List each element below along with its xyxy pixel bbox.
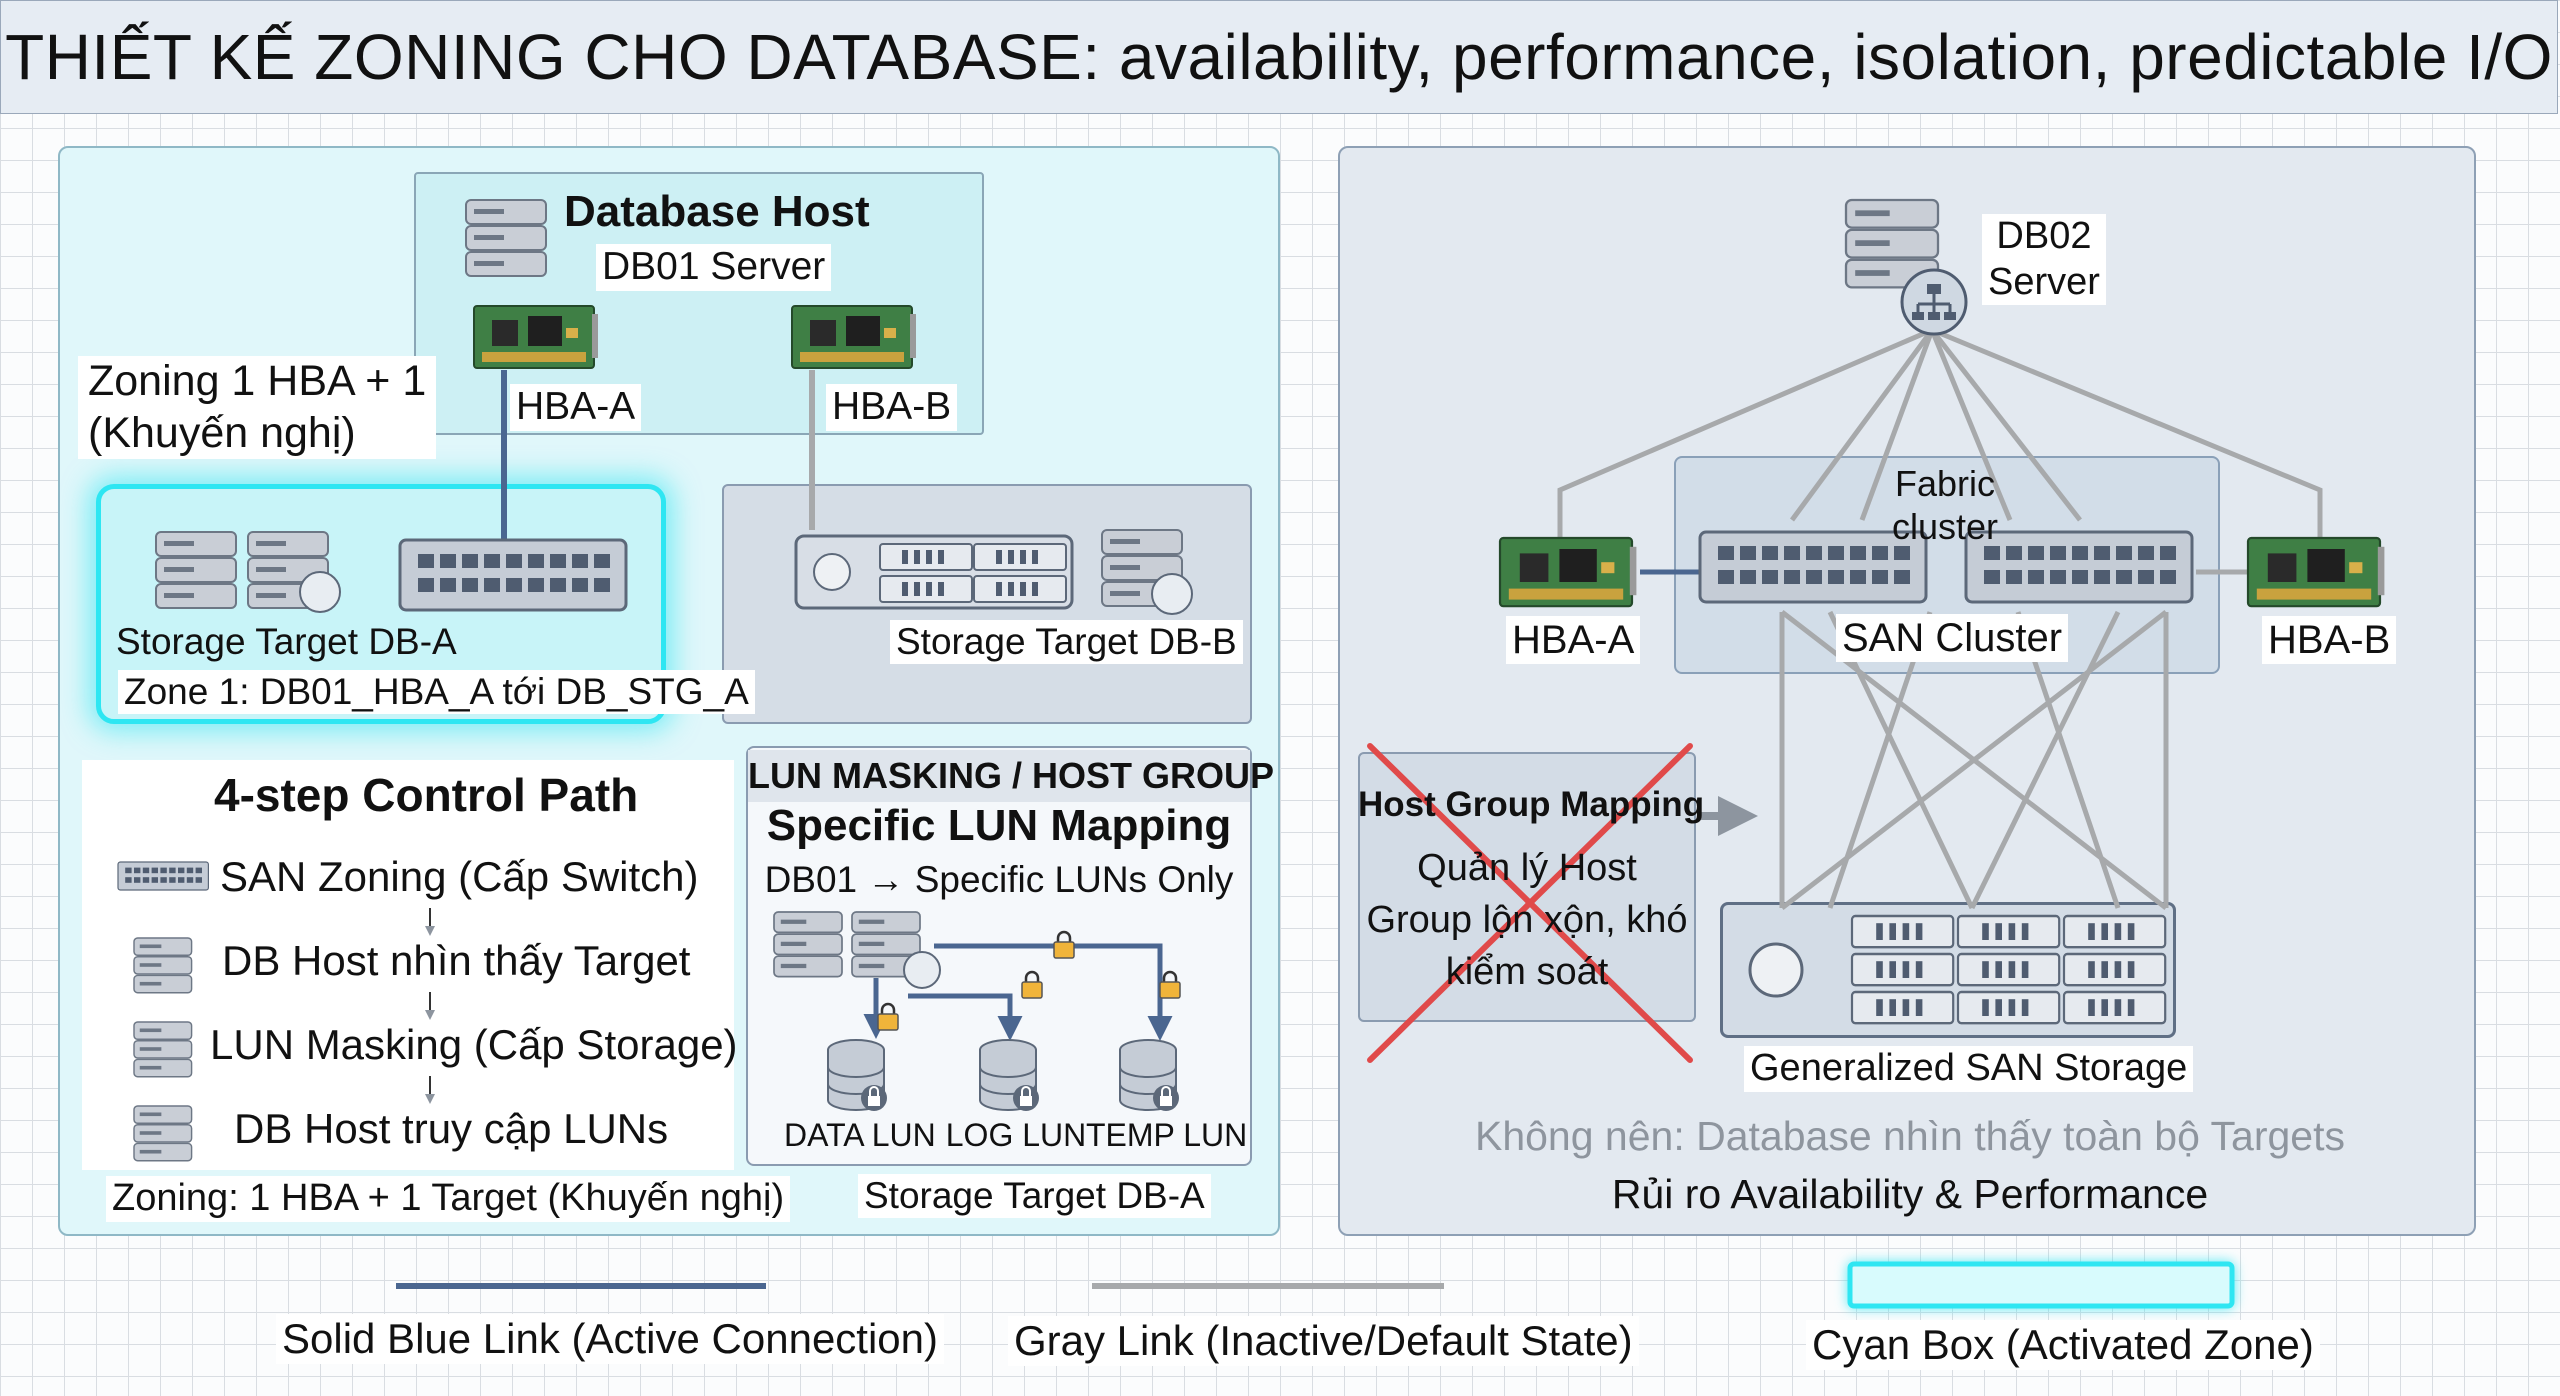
hba-a-card-icon xyxy=(473,305,599,369)
host-group-title: Host Group Mapping xyxy=(1358,785,1705,824)
host-step-icon xyxy=(133,937,193,994)
lun-temp-label: TEMP LUN xyxy=(1086,1117,1248,1153)
host-group-line2: Group lộn xộn, khó xyxy=(1366,899,1688,941)
title-bar: THIẾT KẾ ZONING CHO DATABASE: availabili… xyxy=(0,0,2558,114)
db02-server-label: DB02 Server xyxy=(1982,214,2106,306)
san-switch-step-icon xyxy=(117,861,209,891)
fabric-line2: cluster xyxy=(1891,506,1999,548)
legend-gray-label: Gray Link (Inactive/Default State) xyxy=(1008,1316,1639,1367)
zone1-storage-icon xyxy=(155,531,237,609)
lun-link-log xyxy=(908,993,1023,1041)
lun-masking-header: LUN MASKING / HOST GROUP xyxy=(748,750,1274,802)
control-step-2: DB Host nhìn thấy Target xyxy=(222,937,691,984)
db02-line2: Server xyxy=(1988,260,2100,303)
target-b-array-icon xyxy=(794,534,1074,610)
right-hba-a-label: HBA-A xyxy=(1506,616,1641,664)
db02-gray-links xyxy=(1557,327,2323,910)
legend-blue-label: Solid Blue Link (Active Connection) xyxy=(276,1314,945,1365)
risk-text: Rủi ro Availability & Performance xyxy=(1611,1171,2209,1217)
data-lun-icon xyxy=(827,1039,888,1112)
database-host-title: Database Host xyxy=(564,187,870,236)
lun-link-temp xyxy=(934,943,1173,1041)
zoning-note-line2: (Khuyến nghị) xyxy=(88,408,356,457)
access-step-icon xyxy=(133,1105,193,1162)
legend-cyan-label: Cyan Box (Activated Zone) xyxy=(1806,1320,2320,1371)
red-cross-icon xyxy=(1367,743,1693,1063)
san-cluster-label: SAN Cluster xyxy=(1836,614,2069,662)
storage-controller-icon xyxy=(1748,942,1804,998)
db01-server-label: DB01 Server xyxy=(596,244,832,291)
zoning-note-line1: Zoning 1 HBA + 1 xyxy=(88,357,427,405)
control-path-title: 4-step Control Path xyxy=(214,769,639,821)
db01-server-icon xyxy=(465,199,547,277)
db02-line1: DB02 xyxy=(1996,215,2092,257)
hba-a-label: HBA-A xyxy=(510,384,642,431)
control-step-1: SAN Zoning (Cấp Switch) xyxy=(220,853,699,900)
lun-masking-subtitle: DB01 → Specific LUNs Only xyxy=(764,859,1234,900)
zone1-target-label: Storage Target DB-A xyxy=(116,621,457,662)
lun-masking-footer: Storage Target DB-A xyxy=(858,1174,1211,1219)
host-group-line3: kiểm soát xyxy=(1445,951,1609,993)
target-db-b-label: Storage Target DB-B xyxy=(890,620,1243,665)
zone1-name-label: Zone 1: DB01_HBA_A tới DB_STG_A xyxy=(118,670,755,715)
zone1-disk-badge-icon xyxy=(299,571,341,613)
fabric-cluster-label: Fabric cluster xyxy=(1880,462,2010,548)
lun-disk-badge-icon xyxy=(903,951,941,989)
lock-icon xyxy=(1158,970,1182,1000)
zone1-switch-icon xyxy=(398,538,628,612)
legend-cyan-box xyxy=(1847,1261,2235,1309)
control-step-3: LUN Masking (Cấp Storage) xyxy=(210,1021,738,1068)
lock-icon xyxy=(876,1002,900,1032)
page-title: THIẾT KẾ ZONING CHO DATABASE: availabili… xyxy=(5,21,2553,93)
right-hba-a-card-icon xyxy=(1498,536,1638,608)
hba-b-label: HBA-B xyxy=(826,384,958,431)
lun-log-label: LOG LUN xyxy=(945,1117,1087,1153)
lun-host-icon xyxy=(773,911,843,978)
log-lun-icon xyxy=(979,1039,1040,1112)
lun-masking-title: Specific LUN Mapping xyxy=(766,801,1232,850)
lun-data-label: DATA LUN xyxy=(784,1117,936,1153)
hba-b-card-icon xyxy=(791,305,917,369)
right-hba-b-label: HBA-B xyxy=(2262,616,2397,664)
lock-icon xyxy=(1020,970,1044,1000)
storage-step-icon xyxy=(133,1021,193,1078)
target-b-disk-badge-icon xyxy=(1151,573,1193,615)
temp-lun-icon xyxy=(1119,1039,1180,1112)
control-step-4: DB Host truy cập LUNs xyxy=(234,1105,669,1152)
storage-drive-bays xyxy=(1850,914,2167,1025)
generalized-storage-label: Generalized SAN Storage xyxy=(1744,1046,2194,1092)
fabric-line1: Fabric xyxy=(1894,463,1996,504)
host-group-line1: Quản lý Host xyxy=(1417,847,1637,889)
lun-masking-header-text: LUN MASKING / HOST GROUP xyxy=(748,755,1275,796)
lock-icon xyxy=(1052,930,1076,960)
right-hba-b-card-icon xyxy=(2246,536,2386,608)
control-path-footer: Zoning: 1 HBA + 1 Target (Khuyến nghị) xyxy=(106,1176,791,1222)
warning-text: Không nên: Database nhìn thấy toàn bộ Ta… xyxy=(1474,1113,2345,1159)
zoning-note: Zoning 1 HBA + 1 (Khuyến nghị) xyxy=(78,356,437,460)
network-badge-icon xyxy=(1900,268,1968,336)
